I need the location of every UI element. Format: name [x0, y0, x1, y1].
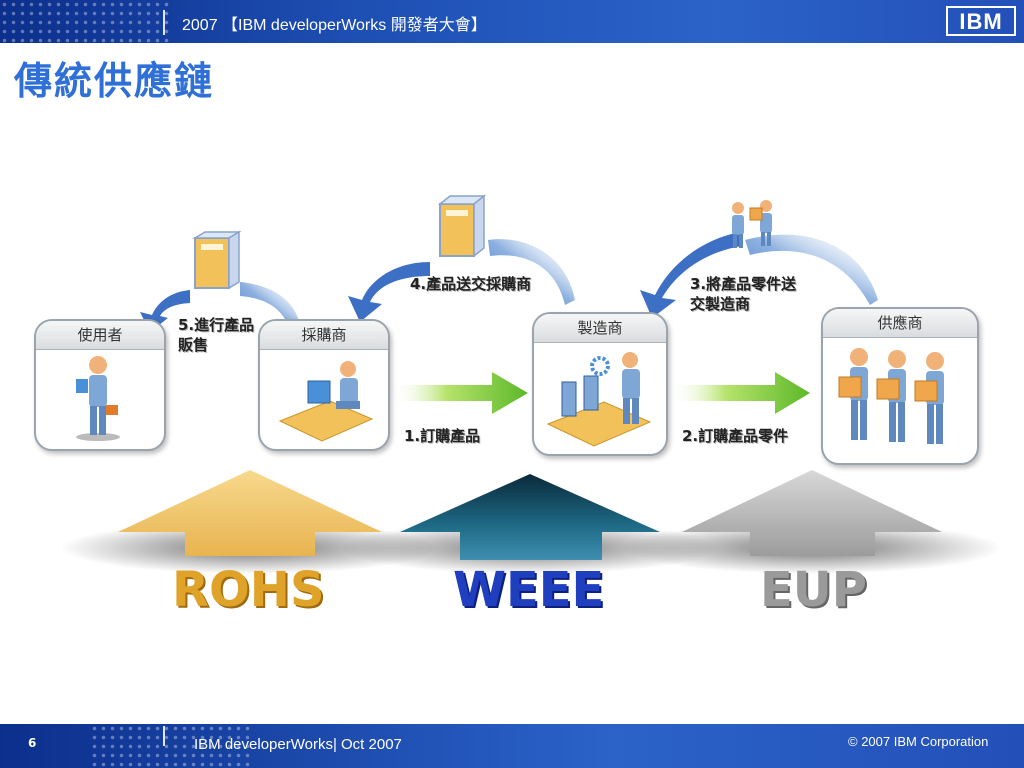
supplier-node-title: 供應商: [823, 309, 977, 338]
supplier-node: 供應商: [821, 307, 979, 465]
arrow-manufacturer-to-supplier: [670, 372, 810, 414]
rohs-label: ROHS: [172, 562, 325, 618]
arrow-manufacturer-to-buyer-curve: [348, 239, 575, 322]
footer-event-text: IBM developerWorks| Oct 2007: [194, 736, 402, 753]
ibm-logo: IBM: [946, 6, 1016, 36]
buyer-node-title: 採購商: [260, 321, 388, 350]
manufacturer-node-title: 製造商: [534, 314, 666, 343]
flow-label-step2: 2.訂購產品零件: [682, 427, 789, 445]
manufacturer-node: 製造商: [532, 312, 668, 456]
weee-label: WEEE: [453, 562, 605, 618]
footer-dot-pattern: [90, 724, 250, 768]
header-dot-pattern: [0, 0, 170, 43]
arrow-buyer-to-manufacturer: [392, 372, 528, 414]
handoff-people-icon: [732, 200, 772, 248]
eup-label: EUP: [760, 562, 867, 618]
slide-number: 6: [28, 736, 37, 750]
arrow-supplier-to-manufacturer-curve: [640, 232, 878, 318]
product-box-icon: [437, 194, 487, 258]
flow-label-step1: 1.訂購產品: [404, 427, 481, 445]
copyright-text: © 2007 IBM Corporation: [848, 734, 989, 749]
buyer-desk-icon: [278, 361, 374, 442]
page-title: 傳統供應鏈: [14, 59, 215, 103]
rohs-arrow: [118, 470, 382, 556]
footer-separator: [163, 726, 165, 746]
buyer-node: 採購商: [258, 319, 390, 451]
weee-arrow: [400, 474, 660, 560]
footer-bar: 6 IBM developerWorks| Oct 2007 © 2007 IB…: [0, 724, 1024, 768]
factory-assembly-icon: [546, 352, 652, 447]
flow-label-step4: 4.產品送交採購商: [410, 275, 532, 293]
user-node-title: 使用者: [36, 321, 164, 350]
flow-label-step5: 5.進行產品販售: [178, 316, 255, 354]
user-node: 使用者: [34, 319, 166, 451]
product-box-icon: [192, 230, 242, 290]
event-title: 2007 【IBM developerWorks 開發者大會】: [182, 17, 487, 34]
header-separator: [163, 10, 165, 35]
workers-carrying-boxes-icon: [838, 348, 944, 444]
supply-chain-diagram: [60, 194, 1002, 574]
flow-label-step3: 3.將產品零件送交製造商: [690, 275, 797, 313]
header-bar: 2007 【IBM developerWorks 開發者大會】 IBM: [0, 0, 1024, 43]
user-person-icon: [76, 356, 120, 441]
eup-arrow: [682, 470, 942, 556]
